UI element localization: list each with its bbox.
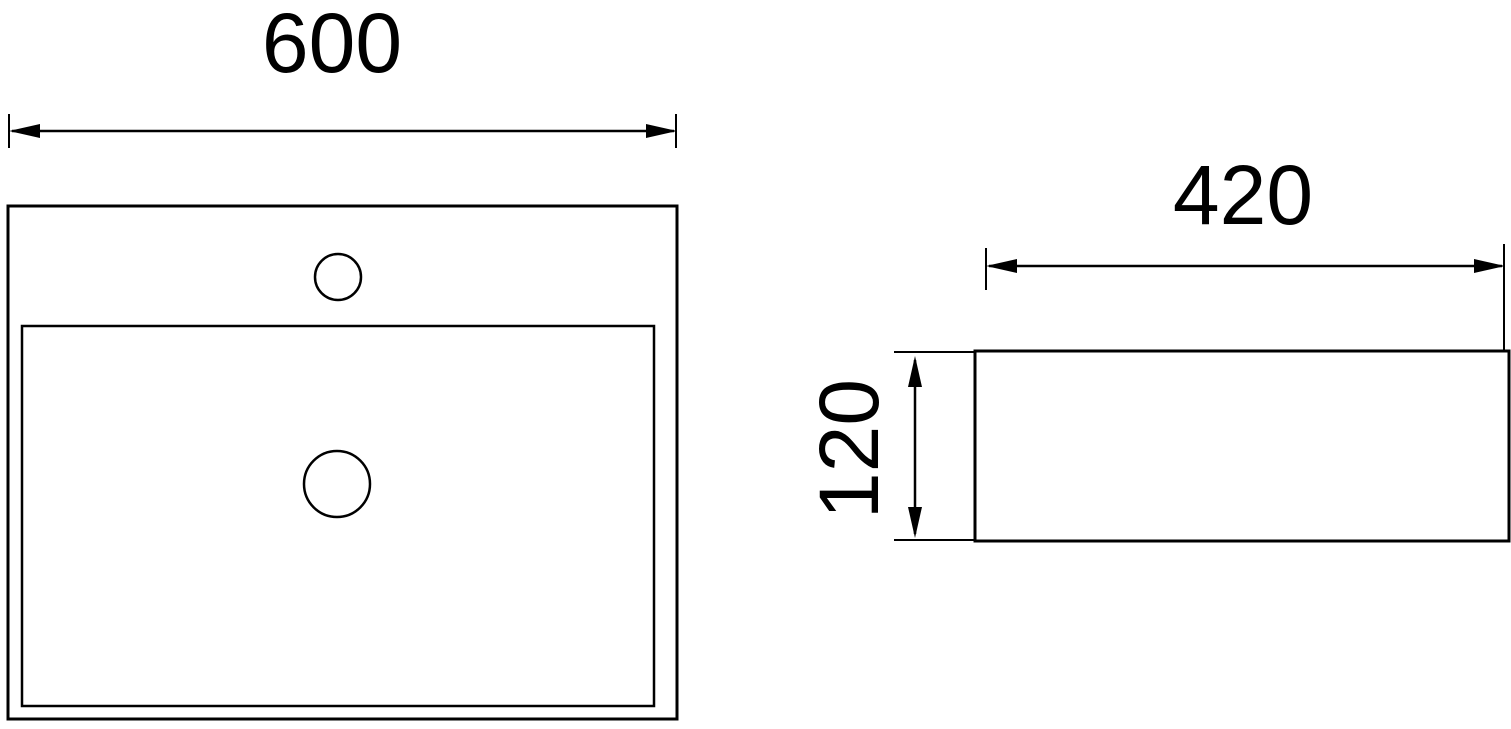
faucet-hole <box>313 252 363 302</box>
top-view-inner-bowl <box>20 324 656 708</box>
side-view-height-label: 120 <box>802 379 896 519</box>
side-view-height-arrow-bottom-icon <box>908 507 922 538</box>
side-view-width-label: 420 <box>1173 148 1313 242</box>
side-view-body <box>973 349 1511 543</box>
top-view-width-label: 600 <box>262 0 402 90</box>
side-view-width-arrow-left-icon <box>986 259 1017 273</box>
top-view-width-arrow-left-icon <box>9 124 40 138</box>
side-view-height-arrow-top-icon <box>908 356 922 387</box>
side-view-width-arrow-right-icon <box>1474 259 1505 273</box>
top-view-width-arrow-right-icon <box>646 124 677 138</box>
top-view-outer-rim <box>6 204 679 721</box>
drain-hole <box>302 449 372 519</box>
